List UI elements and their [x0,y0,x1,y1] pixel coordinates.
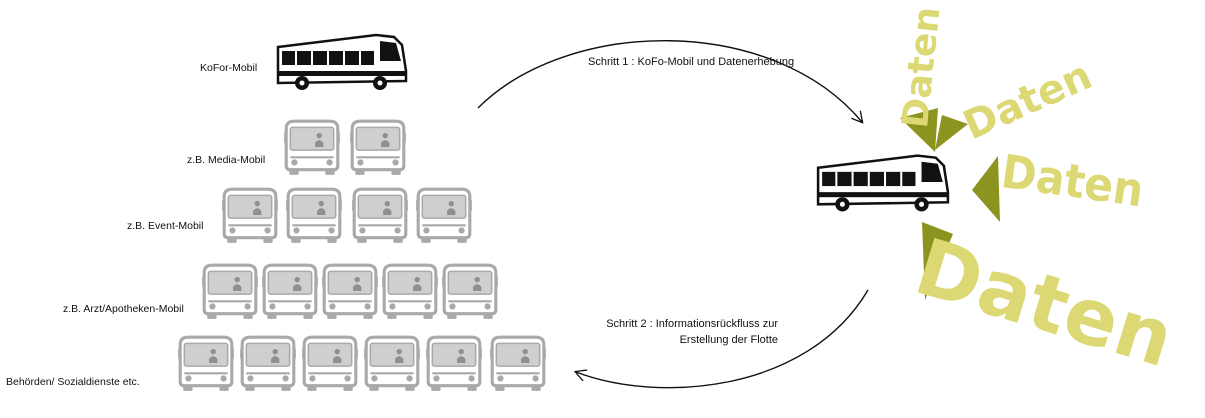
behoerden-bus-icon [238,335,298,392]
arzt-bus-icon [260,263,320,320]
arzt-bus-icon [320,263,380,320]
step1-label: Schritt 1 : KoFo-Mobil und Datenerhebung [588,56,795,68]
step1-arrow [477,40,862,122]
bus-row-4 [176,335,548,392]
behoerden-bus-icon [488,335,548,392]
media-bus-icon [348,119,408,176]
behoerden-bus-icon [176,335,236,392]
behoerden-bus-icon [300,335,360,392]
media-mobil-label: z.B. Media-Mobil [187,154,266,166]
kofor-mobil-label: KoFor-Mobil [200,62,258,74]
arzt-bus-icon [440,263,500,320]
step2-line1: Schritt 2 : Informationsrückfluss zur [606,318,778,330]
bus-row-2 [220,187,474,244]
media-bus-icon [282,119,342,176]
behoerden-bus-icon [362,335,422,392]
bus-row-1 [282,119,408,176]
step2-label: Schritt 2 : Informationsrückfluss zur Er… [560,316,778,348]
arzt-mobil-label: z.B. Arzt/Apotheken-Mobil [63,303,184,315]
behoerden-bus-icon [424,335,484,392]
arzt-bus-icon [380,263,440,320]
bus-row-3 [200,263,500,320]
step2-arrow [576,289,869,389]
event-bus-icon [350,187,410,244]
data-triangle [900,108,938,152]
collector-bus-icon [816,154,950,213]
kofor-bus-icon [276,33,408,92]
data-triangle [922,222,953,300]
step2-line2: Erstellung der Flotte [679,334,778,346]
event-bus-icon [284,187,344,244]
data-triangle [935,115,968,150]
data-triangle [972,156,1000,222]
arzt-bus-icon [200,263,260,320]
event-mobil-label: z.B. Event-Mobil [127,220,204,232]
event-bus-icon [414,187,474,244]
behoerden-label: Behörden/ Sozialdienste etc. [6,376,140,388]
event-bus-icon [220,187,280,244]
